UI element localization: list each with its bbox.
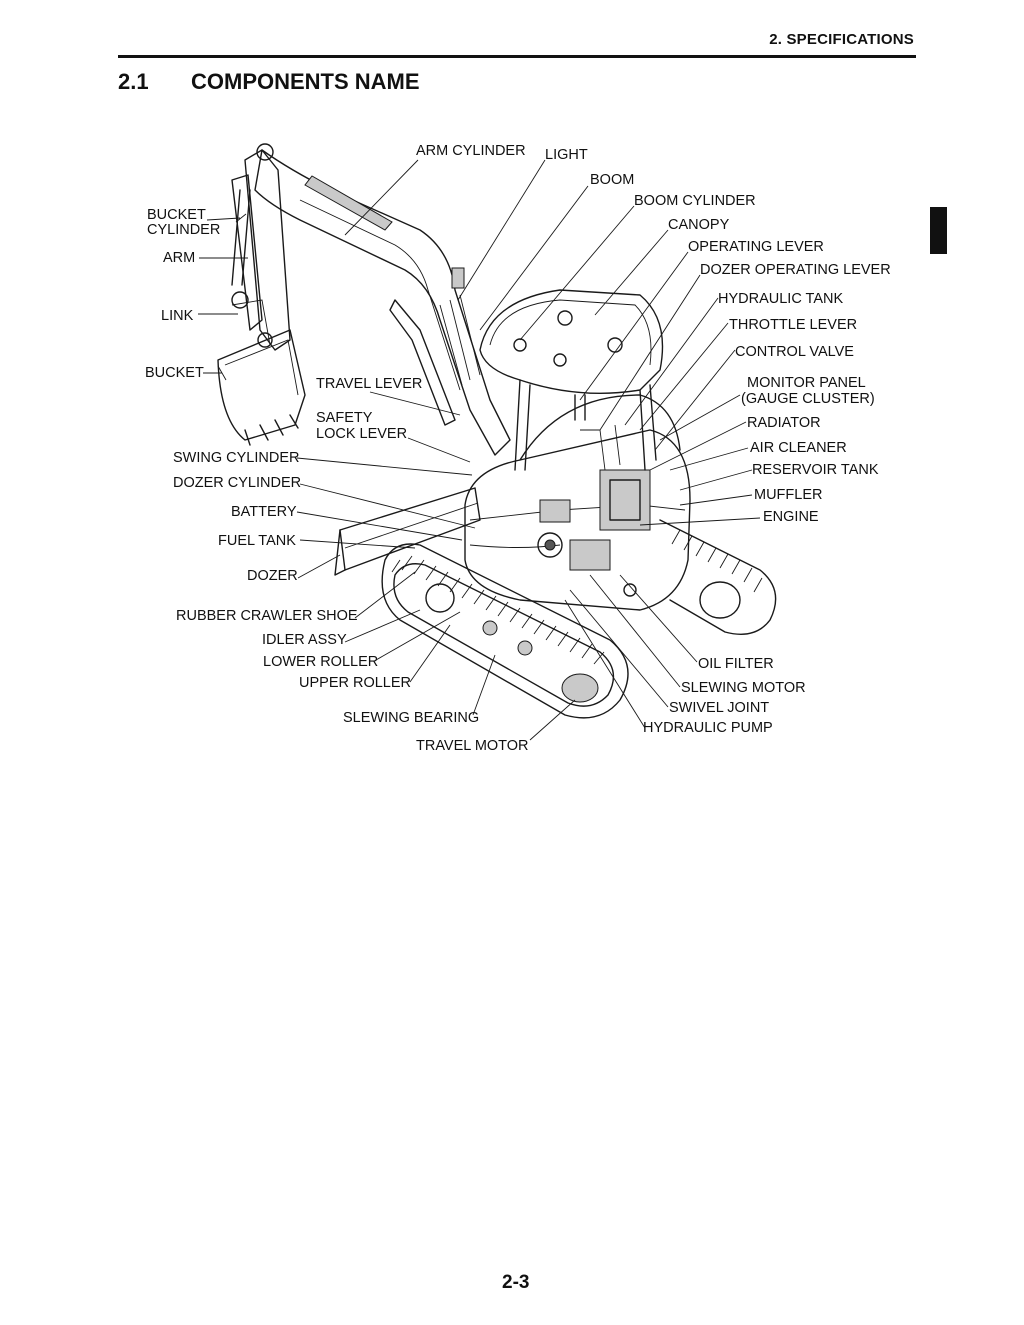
right-crawler-track <box>659 519 777 635</box>
upper-structure <box>464 394 691 611</box>
label-lower-roller: LOWER ROLLER <box>263 654 379 670</box>
label-arm: ARM <box>163 250 196 266</box>
label-swivel-joint: SWIVEL JOINT <box>669 700 770 716</box>
leader-lines <box>198 159 761 741</box>
label-arm-cylinder: ARM CYLINDER <box>416 143 526 159</box>
label-dozer-cylinder: DOZER CYLINDER <box>173 475 302 491</box>
label-travel-motor: TRAVEL MOTOR <box>416 738 529 754</box>
header-section-title: 2. SPECIFICATIONS <box>769 31 914 48</box>
label-travel-lever: TRAVEL LEVER <box>316 376 423 392</box>
label-light: LIGHT <box>545 147 588 163</box>
label-battery: BATTERY <box>231 504 297 520</box>
label-link: LINK <box>161 308 194 324</box>
label-upper-roller: UPPER ROLLER <box>299 675 412 691</box>
label-hydraulic-pump: HYDRAULIC PUMP <box>643 720 773 736</box>
header-rule <box>118 55 916 58</box>
thumb-index-tab <box>930 207 947 254</box>
label-bucket-cylinder-2: CYLINDER <box>147 222 221 238</box>
boom <box>254 149 511 456</box>
section-number: 2.1 <box>118 69 149 94</box>
page-number: 2-3 <box>502 1272 530 1293</box>
label-fuel-tank: FUEL TANK <box>218 533 296 549</box>
canopy <box>479 289 664 471</box>
label-canopy: CANOPY <box>668 217 730 233</box>
label-hydraulic-tank: HYDRAULIC TANK <box>718 291 844 307</box>
label-bucket-cylinder: BUCKET <box>147 207 206 223</box>
label-dozer: DOZER <box>247 568 298 584</box>
label-bucket: BUCKET <box>145 365 204 381</box>
label-engine: ENGINE <box>763 509 819 525</box>
label-radiator: RADIATOR <box>747 415 821 431</box>
label-throttle-lever: THROTTLE LEVER <box>729 317 858 333</box>
label-swing-cylinder: SWING CYLINDER <box>173 450 300 466</box>
label-boom-cylinder: BOOM CYLINDER <box>634 193 756 209</box>
label-rubber-crawler-shoe: RUBBER CRAWLER SHOE <box>176 608 358 624</box>
section-title: COMPONENTS NAME <box>191 69 420 94</box>
label-dozer-operating-lever: DOZER OPERATING LEVER <box>700 262 891 278</box>
label-monitor-panel: MONITOR PANEL <box>747 375 866 391</box>
label-safety-lock-lever: SAFETY <box>316 410 373 426</box>
label-idler-assy: IDLER ASSY <box>262 632 347 648</box>
label-oil-filter: OIL FILTER <box>698 656 774 672</box>
left-crawler-track <box>381 543 629 719</box>
label-boom: BOOM <box>590 172 635 188</box>
label-safety-lock-lever-2: LOCK LEVER <box>316 426 408 442</box>
label-operating-lever: OPERATING LEVER <box>688 239 824 255</box>
label-slewing-motor: SLEWING MOTOR <box>681 680 806 696</box>
dozer-blade <box>334 487 481 576</box>
label-air-cleaner: AIR CLEANER <box>750 440 847 456</box>
bucket <box>217 299 306 446</box>
label-slewing-bearing: SLEWING BEARING <box>343 710 480 726</box>
label-reservoir-tank: RESERVOIR TANK <box>752 462 879 478</box>
label-gauge-cluster: (GAUGE CLUSTER) <box>741 391 875 407</box>
arm <box>231 143 291 351</box>
label-control-valve: CONTROL VALVE <box>735 344 854 360</box>
label-muffler: MUFFLER <box>754 487 823 503</box>
